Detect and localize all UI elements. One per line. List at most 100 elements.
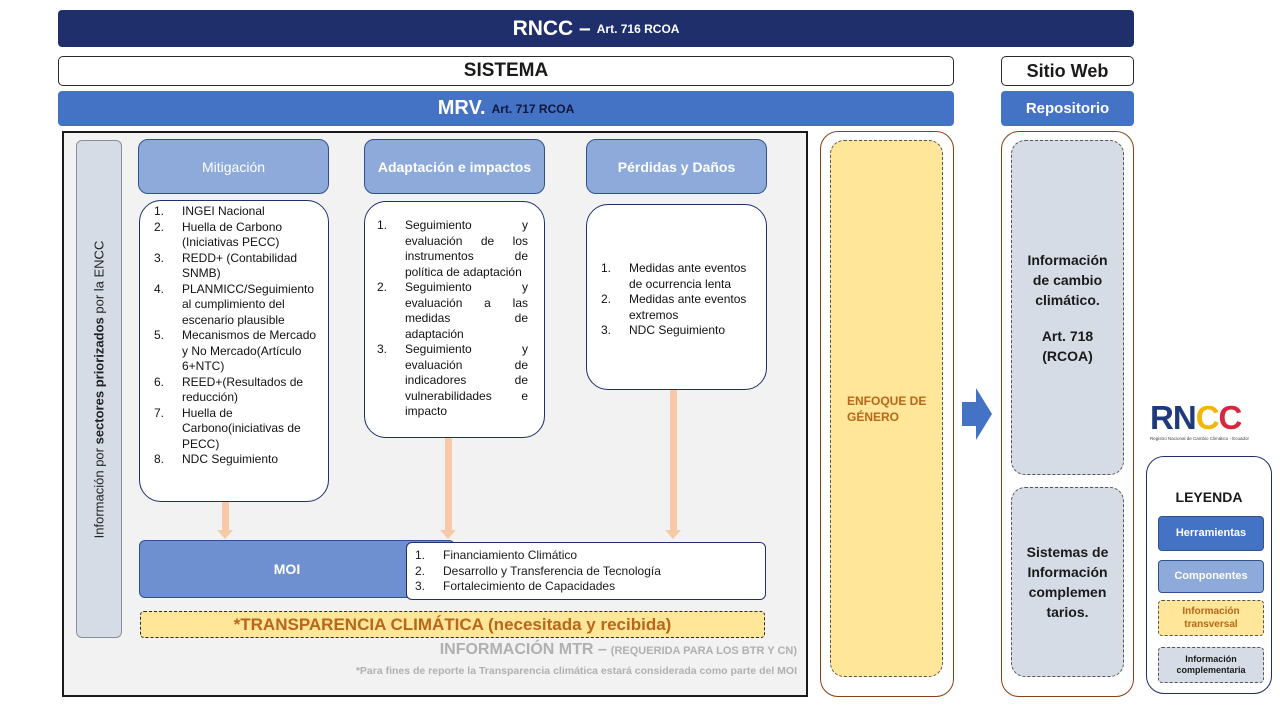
rncc-title: RNCC – (512, 16, 591, 40)
repo-sistemas-line: complemen (1028, 584, 1107, 600)
item-text: Fortalecimiento de Capacidades (443, 579, 616, 593)
perdidas-list: 1.Medidas ante eventos de ocurrencia len… (586, 204, 767, 390)
list-item: 2. Desarrollo y Transferencia de Tecnolog… (415, 564, 757, 580)
legend-title: LEYENDA (1175, 489, 1243, 505)
mitigacion-list: 1. INGEI Nacional 2.Huella de Carbono (In… (139, 200, 329, 502)
item-text: Financiamiento Climático (443, 548, 578, 562)
item-number: 4. (154, 281, 165, 296)
rncc-logo-subtitle: Registro Nacional de Cambio Climático - … (1150, 436, 1250, 441)
item-text: PLANMICC/Seguimiento al cumplimiento del… (182, 281, 315, 327)
item-number: 2. (415, 563, 426, 578)
list-item: 3.NDC Seguimiento (601, 323, 754, 339)
item-number: 6. (154, 374, 165, 389)
adaptacion-connector-arrowhead (440, 530, 456, 539)
adaptacion-items: 1. Seguimiento y evaluación de los instru… (377, 218, 528, 420)
mrv-bar: MRV. Art. 717 RCOA (58, 91, 954, 126)
transparencia-climatica-box: *TRANSPARENCIA CLIMÁTICA (necesitada y r… (140, 611, 765, 638)
logo-letter: C (1195, 399, 1220, 436)
item-number: 1. (154, 204, 165, 218)
item-number: 3. (601, 323, 612, 337)
mitigacion-header: Mitigación (138, 139, 329, 194)
item-text: NDC Seguimiento (182, 452, 279, 466)
item-text: INGEI Nacional (182, 204, 265, 218)
mtr-sub-text: (REQUERIDA PARA LOS BTR Y CN) (610, 645, 797, 657)
genero-line: ENFOQUE DE (847, 393, 927, 408)
list-item: 6. REED+(Resultados de reducción) (154, 375, 318, 406)
sistema-bar: SISTEMA (58, 56, 954, 86)
mrv-article: Art. 717 RCOA (491, 101, 575, 116)
list-item: 5. Mecanismos de Mercado y No Mercado(Art… (154, 328, 318, 375)
item-text: Seguimiento y evaluación de indicadores … (405, 342, 528, 418)
rncc-logo-letters: RNCC (1150, 400, 1262, 436)
item-text: Seguimiento y evaluación de los instrume… (405, 218, 528, 279)
item-text: Medidas ante eventos de ocurrencia lenta (629, 261, 747, 291)
perdidas-connector-arrowhead (665, 530, 681, 539)
item-number: 8. (154, 452, 165, 466)
sectores-label-bold: sectores priorizados (91, 316, 107, 444)
sectores-side-label: Información por sectores priorizados por… (76, 140, 122, 638)
list-item: 7. Huella de Carbono(iniciativas de PECC) (154, 406, 318, 453)
legend-herramientas: Herramientas (1158, 516, 1264, 551)
item-number: 2. (377, 280, 388, 294)
item-text: Desarrollo y Transferencia de Tecnología (443, 563, 661, 578)
flow-right-arrow-icon (962, 388, 992, 440)
list-item: 8. NDC Seguimiento (154, 452, 318, 468)
item-text: REED+(Resultados de reducción) (182, 374, 304, 405)
moi-list: 1. Financiamiento Climático 2. Desarrollo … (406, 542, 766, 600)
logo-letter: C (1218, 399, 1243, 436)
item-number: 5. (154, 328, 165, 342)
legend-informacion-transversal: Información transversal (1158, 600, 1264, 636)
perdidas-items: 1.Medidas ante eventos de ocurrencia len… (601, 261, 754, 339)
item-number: 3. (154, 250, 165, 265)
repositorio-bar: Repositorio (1001, 91, 1134, 126)
item-number: 3. (415, 579, 426, 593)
list-item: 2.Huella de Carbono (Iniciativas PECC) (154, 220, 318, 251)
logo-letter: N (1172, 399, 1197, 436)
mrv-title: MRV. (437, 97, 486, 119)
rncc-title-bar: RNCC – Art. 716 RCOA (58, 10, 1134, 47)
logo-letter: R (1150, 399, 1174, 436)
repo-info-text: Información de cambio climático. Art. 71… (1027, 250, 1107, 366)
item-number: 1. (377, 218, 388, 232)
perdidas-connector-line (670, 390, 677, 531)
legend-componentes: Componentes (1158, 560, 1264, 593)
item-number: 1. (415, 548, 426, 562)
legend-line: transversal (1184, 619, 1238, 630)
sectores-label-suffix: por la ENCC (91, 240, 107, 317)
repo-sistemas-line: Información (1027, 564, 1108, 580)
legend-line: complementaria (1176, 665, 1246, 675)
list-item: 2. Seguimiento y evaluación a las medidas… (377, 280, 528, 342)
moi-box: MOI (139, 540, 455, 598)
repo-article-line: (RCOA) (1042, 347, 1093, 364)
item-text: REDD+ (Contabilidad SNMB) (182, 250, 298, 281)
rncc-logo: RNCC Registro Nacional de Cambio Climáti… (1150, 400, 1262, 448)
repo-sistemas-line: Sistemas de (1026, 544, 1109, 560)
item-number: 2. (601, 292, 612, 306)
genero-line: GÉNERO (847, 409, 900, 424)
moi-items: 1. Financiamiento Climático 2. Desarrollo … (415, 548, 757, 595)
list-item: 3. Fortalecimiento de Capacidades (415, 579, 757, 595)
legend-line: Información (1182, 606, 1240, 617)
item-number: 7. (154, 405, 165, 420)
item-text: Mecanismos de Mercado y No Mercado(Artíc… (182, 328, 317, 373)
legend-transversal-text: Información transversal (1182, 605, 1239, 631)
list-item: 1. Financiamiento Climático (415, 548, 757, 564)
mitigacion-items: 1. INGEI Nacional 2.Huella de Carbono (In… (154, 204, 318, 468)
list-item: 1. Seguimiento y evaluación de los instru… (377, 218, 528, 280)
legend-line: Información (1185, 654, 1237, 664)
adaptacion-header: Adaptación e impactos (364, 139, 545, 194)
item-text: Seguimiento y evaluación a las medidas d… (405, 280, 528, 341)
transparencia-note: *Para fines de reporte la Transparencia … (355, 665, 797, 677)
sitio-web-bar: Sitio Web (1001, 56, 1134, 86)
perdidas-header: Pérdidas y Daños (586, 139, 767, 194)
repo-article-line: Art. 718 (1041, 327, 1094, 344)
sectores-label-text: Información por sectores priorizados por… (92, 240, 107, 538)
item-text: Medidas ante eventos extremos (629, 292, 747, 322)
repo-info-line: climático. (1035, 291, 1100, 308)
item-text: Huella de Carbono(iniciativas de PECC) (182, 405, 301, 451)
list-item: 3. REDD+ (Contabilidad SNMB) (154, 251, 318, 282)
